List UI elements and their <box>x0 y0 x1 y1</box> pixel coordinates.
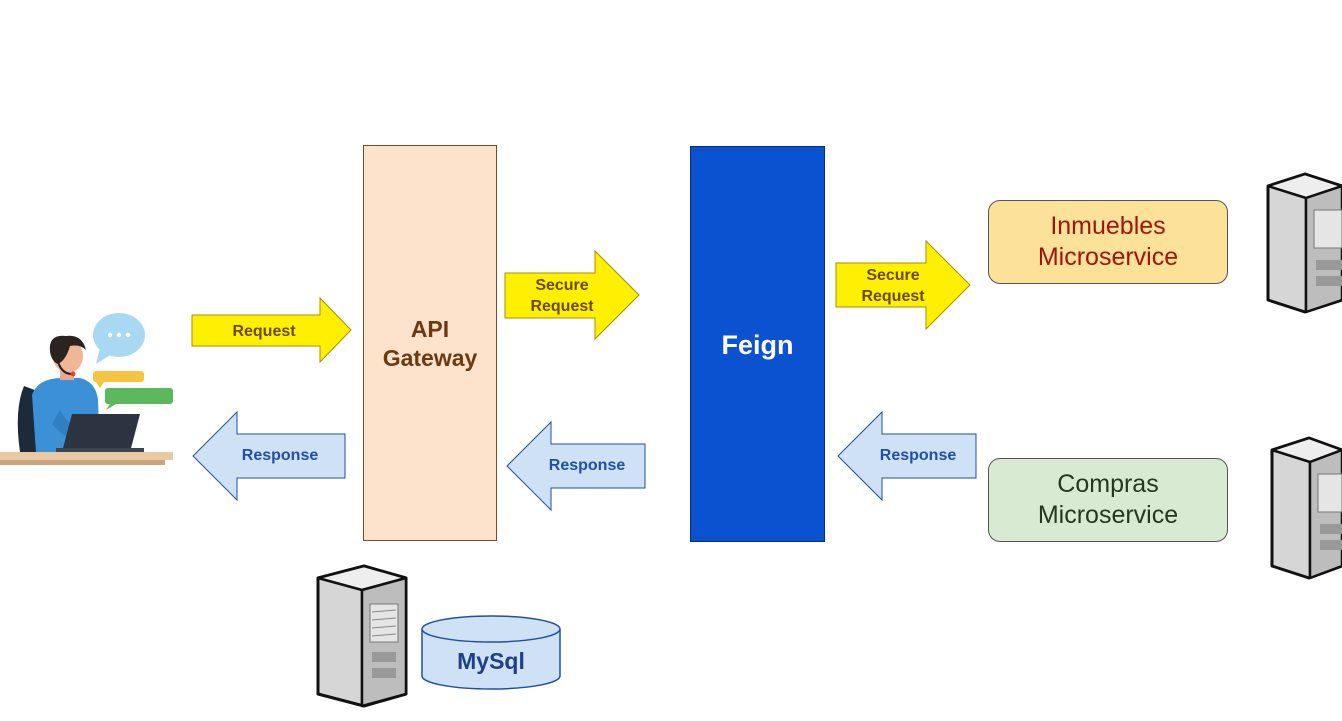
response-arrow-label: Response <box>548 457 626 474</box>
server-icon <box>1266 172 1342 314</box>
secure-request-arrow-label: Secure Request <box>530 277 594 315</box>
response-arrow <box>192 410 346 502</box>
secure-request-arrow <box>504 249 640 341</box>
response-arrow-label: Response <box>879 447 957 464</box>
request-arrow-label: Request <box>232 322 296 340</box>
response-arrow-label: Response <box>241 447 319 464</box>
user-at-laptop-icon <box>0 313 173 465</box>
message-bar-icon <box>93 371 144 382</box>
api-gateway-label: API Gateway <box>382 316 478 371</box>
response-arrow <box>506 420 646 512</box>
message-bar-icon <box>105 388 173 404</box>
feign-box <box>690 146 825 542</box>
server-icon <box>1270 436 1342 580</box>
response-arrow <box>837 410 977 502</box>
mysql-label: MySql <box>457 647 525 674</box>
api-gateway-box <box>363 145 497 541</box>
secure-request-arrow-label: Secure Request <box>861 267 925 305</box>
inmuebles-microservice-box: Inmuebles Microservice <box>988 200 1228 284</box>
request-arrow <box>191 296 352 364</box>
feign-label: Feign <box>721 329 794 360</box>
compras-microservice-box: Compras Microservice <box>988 458 1228 542</box>
chat-bubble-icon <box>93 313 145 364</box>
database-icon <box>421 615 561 690</box>
server-icon <box>316 564 408 708</box>
secure-request-arrow <box>835 239 971 331</box>
